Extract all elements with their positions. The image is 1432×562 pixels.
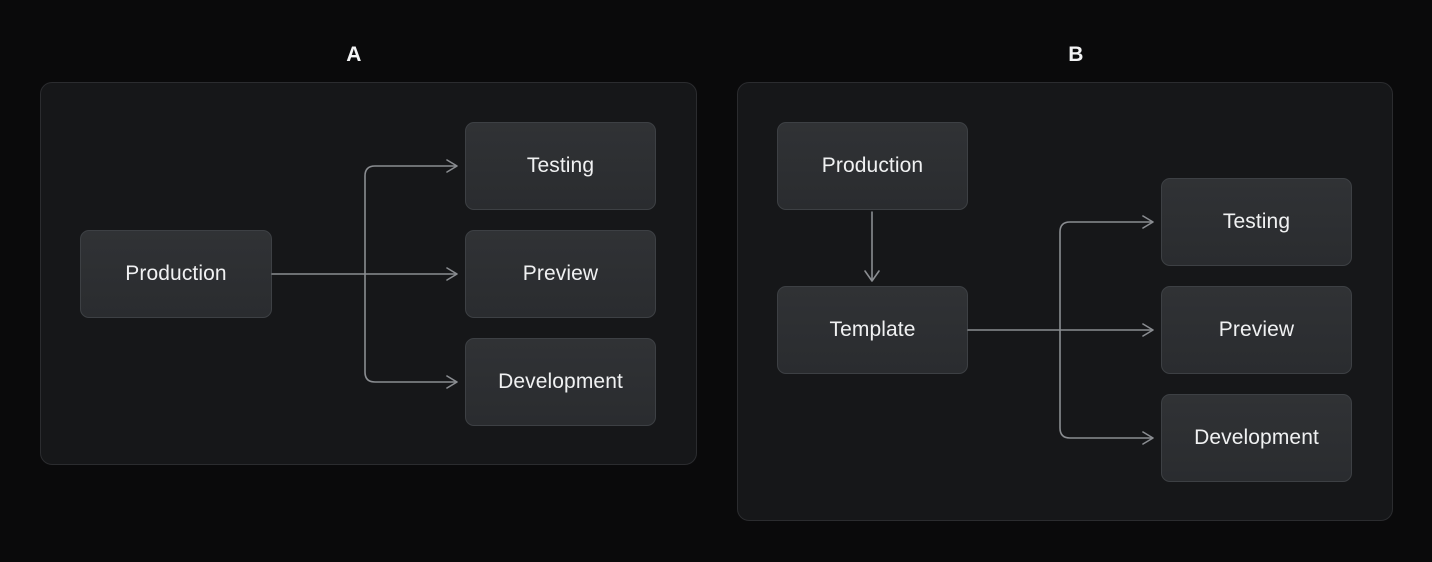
panel-b-caption: B xyxy=(1068,43,1084,66)
panel-b-node-preview[interactable]: Preview xyxy=(1161,286,1352,374)
panel-a-node-production[interactable]: Production xyxy=(80,230,272,318)
panel-a-node-development[interactable]: Development xyxy=(465,338,656,426)
panel-b-node-template[interactable]: Template xyxy=(777,286,968,374)
panel-b-node-development[interactable]: Development xyxy=(1161,394,1352,482)
panel-b-node-testing[interactable]: Testing xyxy=(1161,178,1352,266)
panel-a-node-testing[interactable]: Testing xyxy=(465,122,656,210)
panel-b-node-production[interactable]: Production xyxy=(777,122,968,210)
panel-a-caption: A xyxy=(346,43,362,66)
panel-a-node-preview[interactable]: Preview xyxy=(465,230,656,318)
